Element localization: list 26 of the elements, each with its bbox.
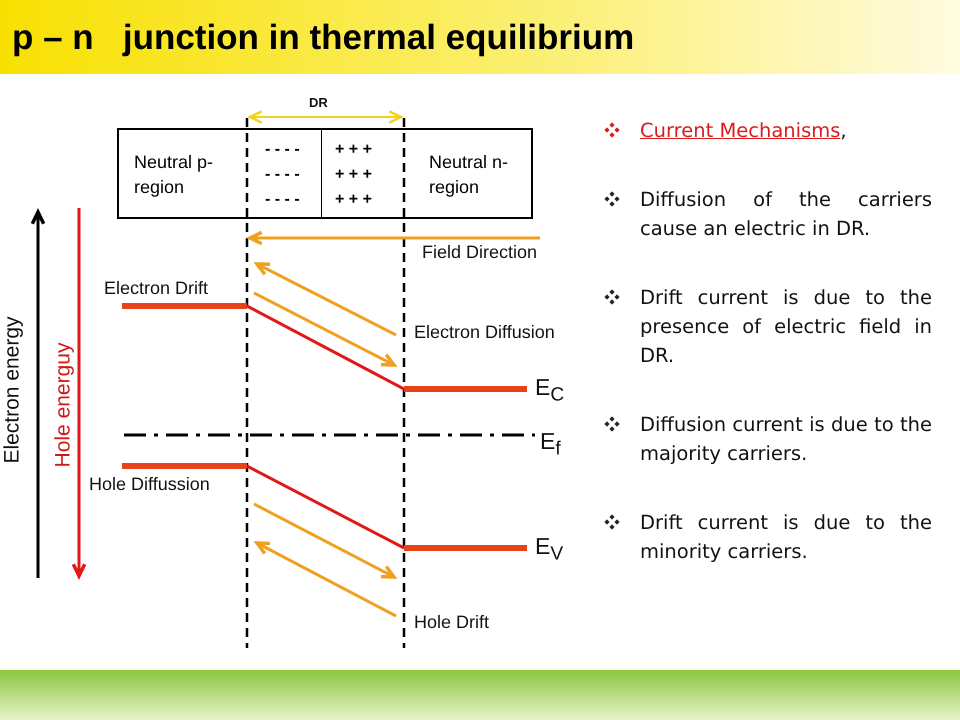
bullet-text: Diffusion current is due to the majority carriers. [640, 412, 932, 467]
charge-symbols: + + + [335, 192, 372, 208]
level-label: E$_{f}$ [540, 428, 561, 461]
bullet-text: Drift current is due to the presence of electric field in DR. [640, 285, 932, 369]
charge-symbols: + + + [335, 167, 372, 183]
level-label: E$_{V}$ [535, 533, 564, 566]
arrow-label: Electron Drift [104, 278, 208, 299]
charge-symbols: - - - - [265, 167, 300, 183]
charge-symbols: - - - - [265, 142, 300, 158]
charge-symbols: - - - - [265, 192, 300, 208]
bullet-text: Diffusion of the carriers cause an electric in DR. [640, 187, 932, 242]
level-label: E$_{C}$ [535, 374, 564, 407]
arrow-label: Electron Diffusion [414, 322, 555, 343]
dimension-label: DR [309, 95, 328, 110]
bullet-text: Drift current is due to the minority carriers. [640, 510, 932, 565]
junction-box [117, 128, 533, 219]
axis-label: Electron energy [0, 316, 24, 464]
charge-symbols: + + + [335, 142, 372, 158]
arrow-label: Hole Diffussion [89, 474, 210, 495]
axis-label: Hole energuy [50, 342, 75, 468]
arrow-label: Field Direction [422, 242, 538, 263]
arrow-label: Hole Drift [414, 612, 490, 633]
region-label: Neutral p-region [134, 151, 214, 199]
title: p – n junction in thermal equilibrium [12, 18, 634, 58]
region-label: Neutral n-region [429, 151, 510, 199]
heading-text: Current Mechanisms, [640, 118, 848, 144]
